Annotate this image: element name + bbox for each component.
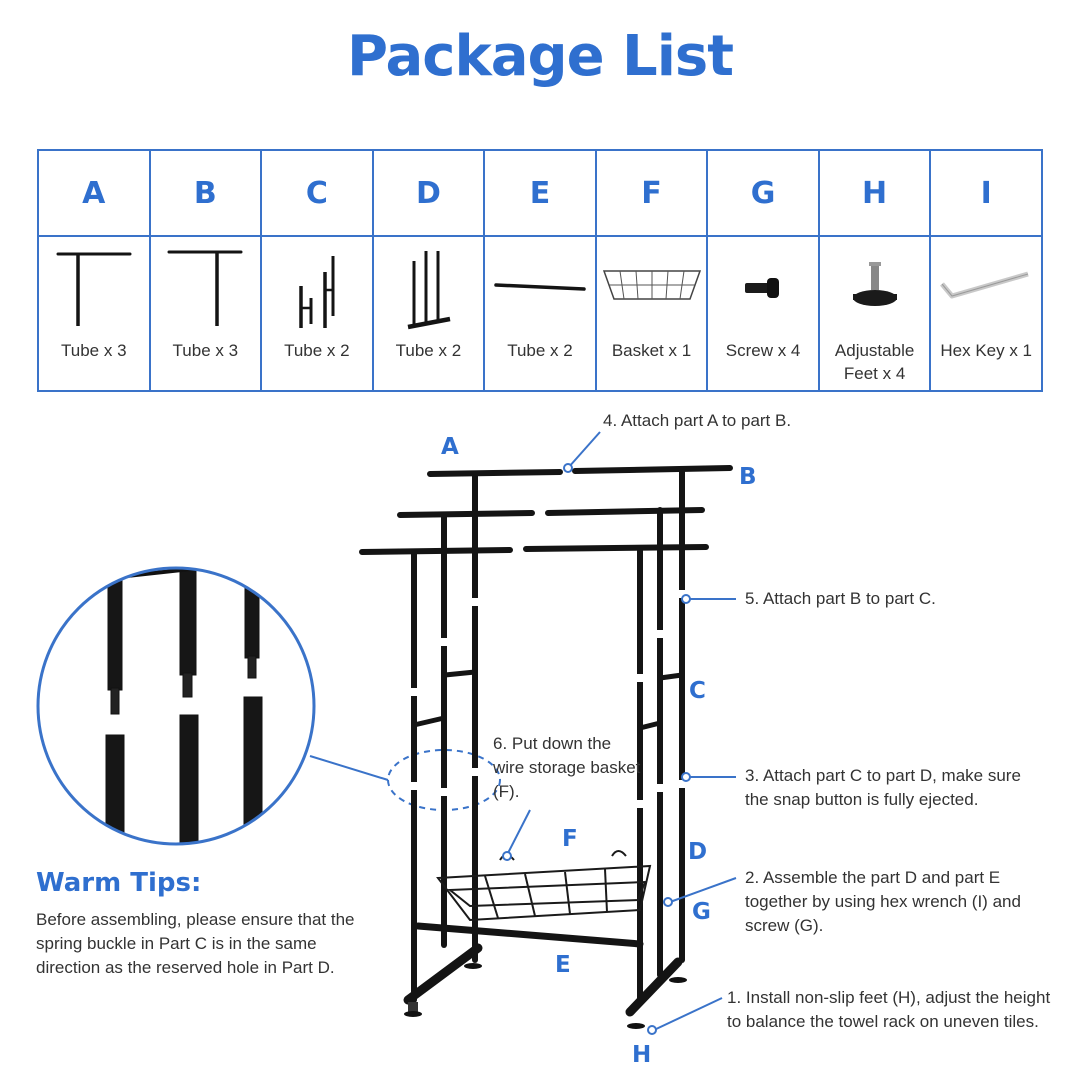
part-letter: B (148, 149, 263, 237)
part-quantity: Screw x 4 (725, 341, 801, 360)
part-letter: F (594, 149, 709, 237)
package-list-table: A B C D E F G H I Tube x 3 Tube x 3 (37, 149, 1043, 392)
part-quantity: Tube x 2 (507, 341, 573, 360)
part-letter: E (483, 149, 597, 237)
label-f: F (562, 826, 578, 852)
part-letter: D (371, 149, 486, 237)
part-letter: C (260, 149, 374, 237)
basket-icon (602, 270, 701, 300)
h-frame-icon (299, 256, 335, 328)
part-letter: G (706, 149, 820, 237)
part-letter: A (37, 149, 151, 237)
wire-basket (436, 850, 652, 922)
adjustable-foot-icon (852, 262, 897, 306)
tips-heading: Warm Tips: (36, 868, 202, 898)
label-a: A (441, 434, 459, 460)
label-b: B (739, 464, 757, 490)
step-6-text: 6. Put down the wire storage basket (F). (493, 734, 641, 801)
part-cell-g: Screw x 4 (706, 235, 820, 392)
label-h: H (632, 1042, 652, 1068)
label-g: G (692, 899, 711, 925)
part-cell-h: Adjustable Feet x 4 (817, 235, 932, 392)
part-cell-b: Tube x 3 (148, 235, 263, 392)
t-tube-icon (167, 250, 243, 326)
page-title: Package List (346, 24, 734, 89)
t-tube-icon (56, 252, 132, 326)
tips-text: Before assembling, please ensure that th… (36, 910, 355, 977)
part-quantity: Tube x 2 (395, 341, 462, 360)
step-5-text: 5. Attach part B to part C. (745, 589, 936, 608)
label-e: E (555, 952, 571, 978)
part-quantity: Adjustable Feet x 4 (834, 341, 915, 383)
label-c: C (689, 678, 706, 704)
part-letter: H (817, 149, 932, 237)
part-cell-i: Hex Key x 1 (929, 235, 1043, 392)
part-quantity: Tube x 2 (284, 341, 350, 360)
part-cell-c: Tube x 2 (260, 235, 374, 392)
label-d: D (688, 839, 708, 865)
part-cell-f: Basket x 1 (594, 235, 709, 392)
part-cell-e: Tube x 2 (483, 235, 597, 392)
crossbar-icon (494, 283, 586, 291)
screw-icon (745, 278, 780, 298)
towel-rack-frame (359, 465, 733, 1029)
step-4-text: 4. Attach part A to part B. (603, 411, 792, 430)
part-quantity: Tube x 3 (172, 341, 239, 360)
part-quantity: Basket x 1 (611, 341, 692, 360)
step-2-text: 2. Assemble the part D and part E togeth… (745, 868, 1021, 935)
part-letter: I (929, 149, 1043, 237)
step-3-text: 3. Attach part C to part D, make sure th… (745, 766, 1021, 809)
part-quantity: Tube x 3 (61, 341, 127, 360)
callout-leaders (502, 431, 737, 1035)
part-cell-d: Tube x 2 (371, 235, 486, 392)
base-frame-icon (407, 251, 451, 330)
part-cell-a: Tube x 3 (37, 235, 151, 392)
step-1-text: 1. Install non-slip feet (H), adjust the… (727, 988, 1051, 1031)
detail-magnifier (36, 566, 501, 846)
hex-key-icon (940, 271, 1029, 299)
part-quantity: Hex Key x 1 (940, 341, 1033, 360)
